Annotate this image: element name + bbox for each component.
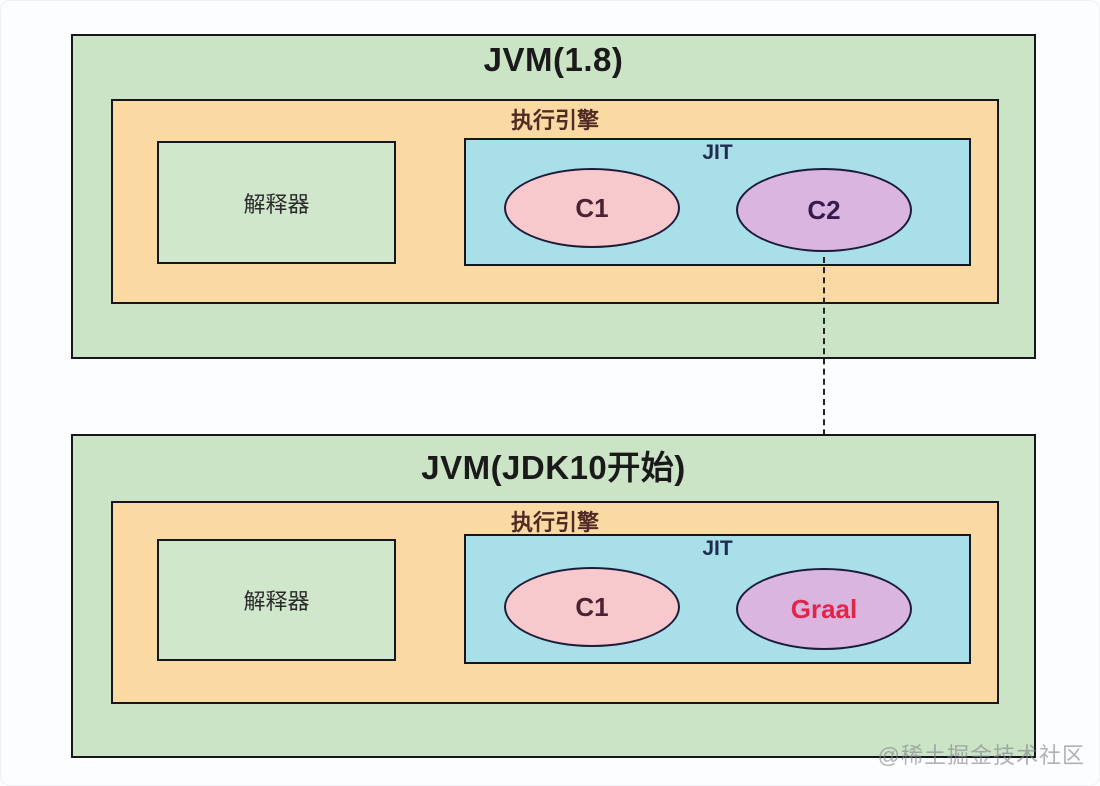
jvm18-c2-compiler-ellipse: C2 [736,168,912,252]
jvm10-graal-compiler-ellipse: Graal [736,568,912,650]
jvm18-execution-engine-box: 执行引擎 解释器 JIT C1 C2 [111,99,999,304]
jvm18-jit-label: JIT [702,141,733,164]
jvm18-c1-compiler-ellipse: C1 [504,168,680,248]
jvm10-execution-engine-box: 执行引擎 解释器 JIT C1 Graal [111,501,999,704]
c2-to-graal-arrow-line [823,257,825,547]
jvm18-execution-engine-label: 执行引擎 [510,108,599,133]
jvm10-c1-compiler-ellipse: C1 [504,567,680,647]
jvm10-execution-engine-label: 执行引擎 [510,510,599,535]
jvm18-jit-box: JIT C1 C2 [464,138,971,266]
jvm18-container-box: JVM(1.8) 执行引擎 解释器 JIT C1 C2 [71,34,1036,359]
watermark-text: @稀土掘金技术社区 [877,743,1085,768]
jvm10-container-box: JVM(JDK10开始) 执行引擎 解释器 JIT C1 Graal [71,434,1036,758]
jvm10-jit-label: JIT [702,537,733,560]
jvm10-interpreter-box: 解释器 [157,539,396,661]
jvm10-title: JVM(JDK10开始) [421,449,686,486]
jvm10-jit-box: JIT C1 Graal [464,534,971,664]
jvm18-title: JVM(1.8) [483,41,624,78]
jvm18-interpreter-box: 解释器 [157,141,396,264]
